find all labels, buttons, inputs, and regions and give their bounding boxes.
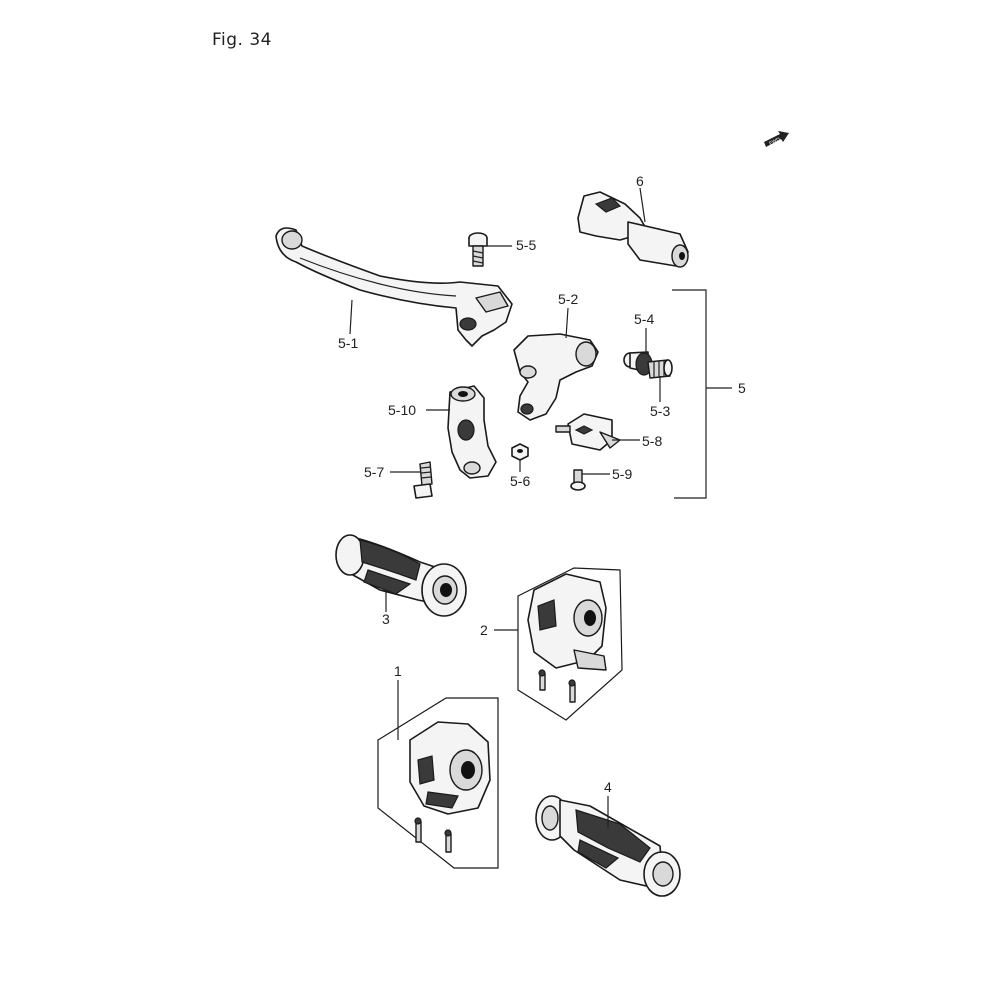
- callout-5-3: 5-3: [650, 403, 670, 419]
- callout-3: 3: [382, 611, 390, 627]
- callout-5-4: 5-4: [634, 311, 654, 327]
- forward-arrow-icon: FWD: [764, 131, 789, 147]
- part-5-7-bolt: [413, 461, 433, 499]
- part-2-right-switch-assembly: [517, 567, 623, 721]
- part-5-1-brake-lever: [275, 227, 513, 347]
- callout-5-5: 5-5: [516, 237, 536, 253]
- part-5-9-screw: [570, 469, 586, 491]
- part-6-cable-holder: [577, 191, 689, 268]
- leader-5-2: [565, 307, 569, 339]
- part-5-2-lever-bracket: [513, 333, 599, 421]
- callout-5-2: 5-2: [558, 291, 578, 307]
- part-5-4-adjuster-knob: [623, 351, 673, 379]
- callout-4: 4: [604, 779, 612, 795]
- callout-5-10: 5-10: [388, 402, 416, 418]
- leader-5-1: [349, 299, 353, 335]
- part-5-6-nut: [511, 443, 529, 461]
- callout-5-9: 5-9: [612, 466, 632, 482]
- callout-5-8: 5-8: [642, 433, 662, 449]
- part-5-8-stop-switch: [555, 413, 621, 451]
- part-4-throttle-grip: [535, 795, 681, 897]
- part-5-10-clamp: [447, 385, 497, 479]
- callout-2: 2: [480, 622, 488, 638]
- callout-1: 1: [394, 663, 402, 679]
- callout-6: 6: [636, 173, 644, 189]
- callout-5: 5: [738, 380, 746, 396]
- fwd-label: FWD: [768, 136, 781, 146]
- part-5-5-pivot-bolt: [468, 232, 488, 267]
- group-5-bracket: [672, 289, 732, 499]
- callout-5-7: 5-7: [364, 464, 384, 480]
- part-1-left-switch-assembly: [377, 697, 499, 869]
- callout-5-6: 5-6: [510, 473, 530, 489]
- callout-5-1: 5-1: [338, 335, 358, 351]
- leader-6: [639, 187, 646, 223]
- part-3-left-grip: [335, 534, 467, 617]
- figure-title: Fig. 34: [212, 30, 272, 50]
